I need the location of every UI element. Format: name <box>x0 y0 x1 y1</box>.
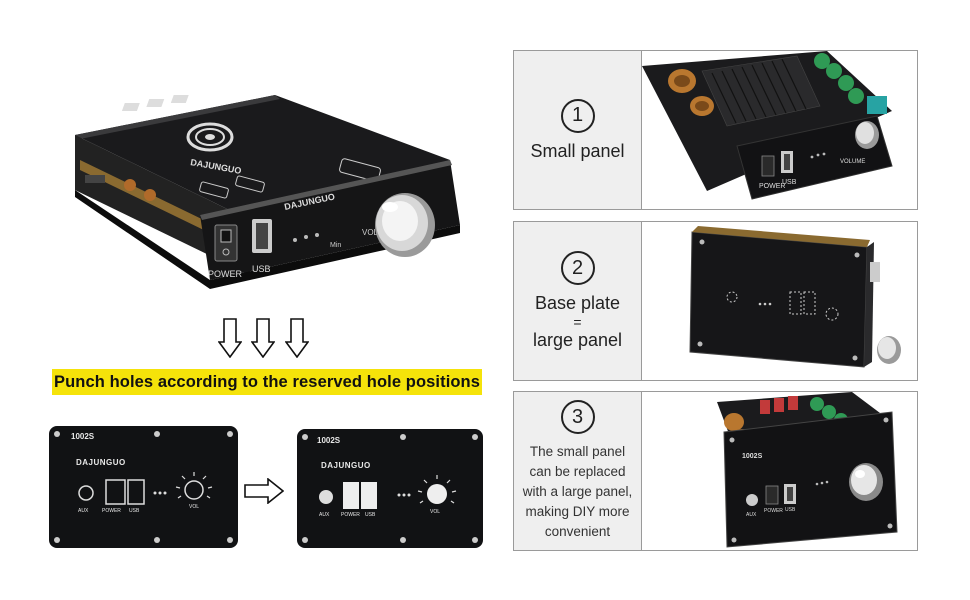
small-panel-aux: AUX <box>78 508 89 514</box>
step-1-photo: POWER USB VOLUME <box>642 51 917 209</box>
step-box-3: 3 The small panel can be replaced with a… <box>513 391 918 551</box>
photo1-vol-label: VOLUME <box>840 159 865 165</box>
step-2-label-line1: Base plate <box>534 293 621 313</box>
device-usb-label: USB <box>252 264 271 274</box>
step-1-label: Small panel <box>530 140 625 161</box>
step-3-label-line5: convenient <box>544 524 611 539</box>
step-3-label-line4: making DIY more <box>525 504 630 519</box>
down-arrow-icon <box>285 318 309 358</box>
step-3-photo: 1002S AUX POWER USB <box>642 392 917 550</box>
amplifier-photo: DAJUNGUO POWER USB DAJUNGUO Min VOL <box>75 95 460 289</box>
large-panel-diagram: 1002S DAJUNGUO AUX POWER USB VOL <box>297 429 483 548</box>
step-1-label-area: 1 Small panel <box>514 51 642 209</box>
large-panel-power: POWER <box>341 512 360 518</box>
large-panel-usb: USB <box>365 512 376 518</box>
photo3-power-label: POWER <box>764 508 783 514</box>
step-3-label-line3: with a large panel, <box>522 484 633 499</box>
small-panel-usb: USB <box>129 508 140 514</box>
step-2-label-line3: large panel <box>532 330 623 350</box>
step-3-number: 3 <box>560 400 595 434</box>
step-3-label-area: 3 The small panel can be replaced with a… <box>514 392 642 550</box>
step-1-number: 1 <box>560 98 595 133</box>
device-vol-label: VOL <box>362 228 379 237</box>
large-panel-vol: VOL <box>430 509 441 515</box>
step-box-1: 1 Small panel <box>513 50 918 210</box>
small-panel-brand: DAJUNGUO <box>76 458 126 467</box>
instruction-banner-text: Punch holes according to the reserved ho… <box>53 372 481 391</box>
large-panel-aux: AUX <box>319 512 330 518</box>
down-arrow-icon <box>251 318 275 358</box>
photo1-power-label: POWER <box>759 183 785 190</box>
step-2-photo <box>642 222 917 380</box>
large-panel-model: 1002S <box>317 436 341 445</box>
down-arrow-icon <box>218 318 242 358</box>
device-min-label: Min <box>330 242 341 249</box>
device-power-label: POWER <box>208 269 243 279</box>
step-2-label-line2: = <box>573 314 582 330</box>
instruction-banner: Punch holes according to the reserved ho… <box>52 369 482 395</box>
step-2-label-area: 2 Base plate = large panel <box>514 222 642 380</box>
small-panel-diagram: 1002S DAJUNGUO AUX POWER USB VOL <box>49 426 238 548</box>
photo1-usb-label: USB <box>782 179 797 186</box>
step-box-2: 2 Base plate = large panel <box>513 221 918 381</box>
right-arrow-icon <box>244 478 284 504</box>
step-3-label-line2: can be replaced <box>529 464 626 479</box>
step-2-number: 2 <box>560 251 595 285</box>
small-panel-power: POWER <box>102 508 121 514</box>
step-3-label-line1: The small panel <box>529 444 626 459</box>
photo3-usb-label: USB <box>785 507 796 513</box>
photo3-model: 1002S <box>742 453 763 460</box>
small-panel-model: 1002S <box>71 432 95 441</box>
large-panel-brand: DAJUNGUO <box>321 461 371 470</box>
photo3-aux-label: AUX <box>746 512 757 518</box>
small-panel-vol: VOL <box>189 504 200 510</box>
